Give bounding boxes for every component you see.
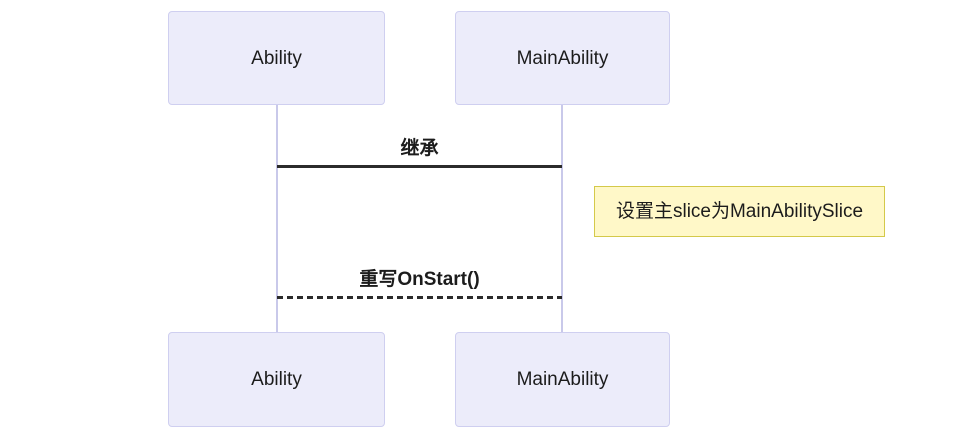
message-line-inheritance[interactable]	[277, 165, 562, 168]
participant-label: Ability	[251, 369, 302, 390]
lifeline-ability	[276, 105, 278, 332]
note-set-main-slice[interactable]: 设置主slice为MainAbilitySlice	[594, 186, 885, 237]
participant-label: Ability	[251, 47, 302, 69]
lifeline-mainability	[561, 105, 563, 332]
message-label-override-onstart: 重写OnStart()	[359, 269, 480, 290]
participant-box-mainability-top[interactable]: MainAbility	[455, 11, 670, 105]
message-label-inheritance: 继承	[400, 138, 439, 159]
participant-box-ability-bottom[interactable]: Ability	[168, 332, 385, 427]
participant-box-mainability-bottom[interactable]: MainAbility	[455, 332, 670, 427]
participant-label: MainAbility	[516, 47, 609, 69]
message-line-override-onstart[interactable]	[277, 296, 562, 299]
participant-label: MainAbility	[516, 369, 609, 390]
participant-box-ability-top[interactable]: Ability	[168, 11, 385, 105]
note-text: 设置主slice为MainAbilitySlice	[615, 201, 864, 222]
